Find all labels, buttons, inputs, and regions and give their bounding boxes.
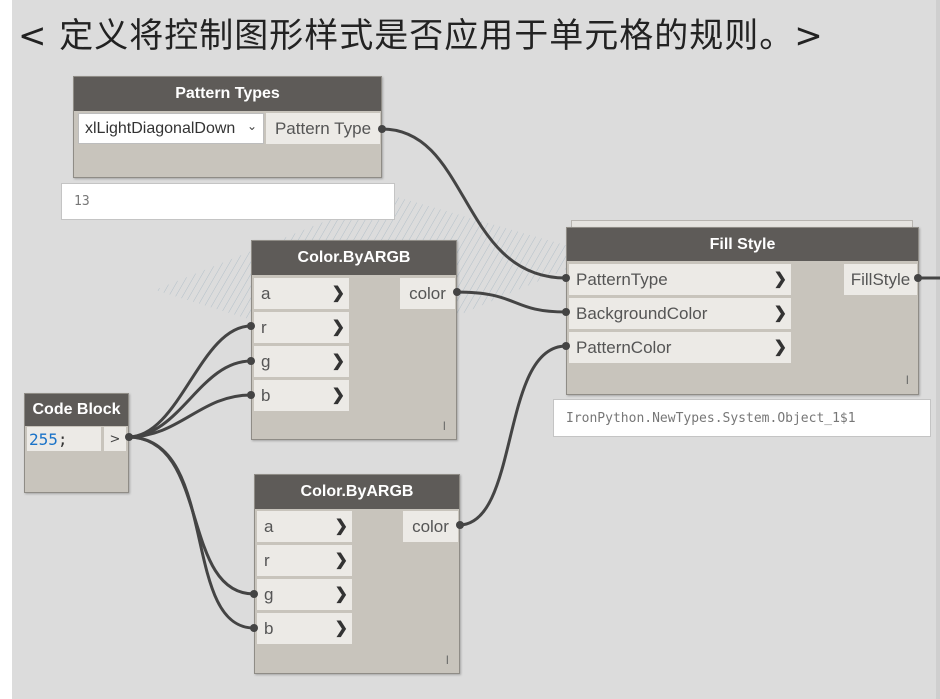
port-label: r — [264, 550, 270, 570]
port-label: BackgroundColor — [576, 303, 708, 323]
input-port-dot[interactable] — [250, 590, 258, 598]
node-title: Pattern Types — [74, 77, 381, 111]
port-label: PatternColor — [576, 337, 672, 357]
chevron-right-icon: ❯ — [334, 552, 348, 569]
pattern-types-node[interactable]: Pattern Types xlLightDiagonalDown ⌄ Patt… — [73, 76, 382, 178]
color-output[interactable]: color — [403, 511, 458, 542]
input-port-b[interactable]: b❯ — [254, 380, 349, 411]
output-label: FillStyle — [850, 269, 911, 289]
chevron-right-icon: ❯ — [334, 586, 348, 603]
input-port-a[interactable]: a❯ — [254, 278, 349, 309]
port-label: a — [261, 283, 271, 303]
output-port-dot[interactable] — [378, 125, 386, 133]
code-block-node[interactable]: Code Block 255; > — [24, 393, 129, 493]
port-label: b — [261, 385, 271, 405]
input-port-patterntype[interactable]: PatternType ❯ — [569, 264, 791, 295]
chevron-right-icon: ❯ — [331, 353, 345, 370]
input-port-g[interactable]: g❯ — [254, 346, 349, 377]
output-label: > — [109, 431, 121, 447]
code-output-port[interactable]: > — [104, 427, 126, 451]
output-label: color — [412, 516, 449, 536]
input-port-r[interactable]: r❯ — [257, 545, 352, 576]
input-port-dot[interactable] — [250, 624, 258, 632]
node-title: Code Block — [25, 394, 128, 426]
input-port-b[interactable]: b❯ — [257, 613, 352, 644]
dropdown-value: xlLightDiagonalDown — [85, 119, 236, 137]
node-title: Color.ByARGB — [255, 475, 459, 509]
input-port-dot[interactable] — [562, 342, 570, 350]
output-port-dot[interactable] — [453, 288, 461, 296]
chevron-right-icon: ❯ — [773, 339, 787, 356]
code-number: 255 — [29, 429, 58, 449]
pattern-type-output[interactable]: Pattern Type — [266, 113, 380, 144]
input-port-g[interactable]: g❯ — [257, 579, 352, 610]
fillstyle-output[interactable]: FillStyle — [844, 264, 917, 295]
input-port-patterncolor[interactable]: PatternColor ❯ — [569, 332, 791, 363]
input-port-dot[interactable] — [562, 274, 570, 282]
chevron-down-icon: ⌄ — [246, 119, 257, 133]
chevron-right-icon: ❯ — [331, 285, 345, 302]
port-label: b — [264, 618, 274, 638]
input-port-backgroundcolor[interactable]: BackgroundColor ❯ — [569, 298, 791, 329]
code-editor[interactable]: 255; — [27, 427, 101, 451]
output-port-dot[interactable] — [914, 274, 922, 282]
color-output[interactable]: color — [400, 278, 455, 309]
node-title: Color.ByARGB — [252, 241, 456, 275]
input-port-dot[interactable] — [247, 357, 255, 365]
color-byargb-node-1[interactable]: Color.ByARGB a❯ r❯ g❯ b❯ color l — [251, 240, 457, 440]
chevron-right-icon: ❯ — [331, 387, 345, 404]
lacing-indicator: l — [446, 653, 449, 667]
chevron-right-icon: ❯ — [773, 305, 787, 322]
port-label: g — [264, 584, 274, 604]
input-port-dot[interactable] — [247, 322, 255, 330]
color-byargb-node-2[interactable]: Color.ByARGB a❯ r❯ g❯ b❯ color l — [254, 474, 460, 674]
chevron-right-icon: ❯ — [334, 620, 348, 637]
chevron-right-icon: ❯ — [334, 518, 348, 535]
fill-style-node[interactable]: Fill Style PatternType ❯ BackgroundColor ❯… — [566, 227, 919, 395]
node-title: Fill Style — [567, 228, 918, 261]
port-label: PatternType — [576, 269, 668, 289]
lacing-indicator: l — [443, 419, 446, 433]
output-label: color — [409, 283, 446, 303]
chevron-right-icon: ❯ — [773, 271, 787, 288]
output-port-dot[interactable] — [125, 433, 133, 441]
port-label: a — [264, 516, 274, 536]
pattern-type-dropdown[interactable]: xlLightDiagonalDown ⌄ — [78, 113, 264, 144]
port-label: r — [261, 317, 267, 337]
input-port-dot[interactable] — [562, 308, 570, 316]
port-label: g — [261, 351, 271, 371]
lacing-indicator: l — [906, 373, 909, 387]
fill-style-preview: IronPython.NewTypes.System.Object_1$1 — [553, 399, 931, 437]
slide-title: < 定义将控制图形样式是否应用于单元格的规则。> — [18, 16, 824, 56]
output-port-dot[interactable] — [456, 521, 464, 529]
input-port-r[interactable]: r❯ — [254, 312, 349, 343]
pattern-types-preview: 13 — [61, 183, 395, 220]
chevron-right-icon: ❯ — [331, 319, 345, 336]
input-port-a[interactable]: a❯ — [257, 511, 352, 542]
code-semicolon: ; — [57, 429, 68, 449]
input-port-dot[interactable] — [247, 391, 255, 399]
output-label: Pattern Type — [274, 118, 372, 138]
